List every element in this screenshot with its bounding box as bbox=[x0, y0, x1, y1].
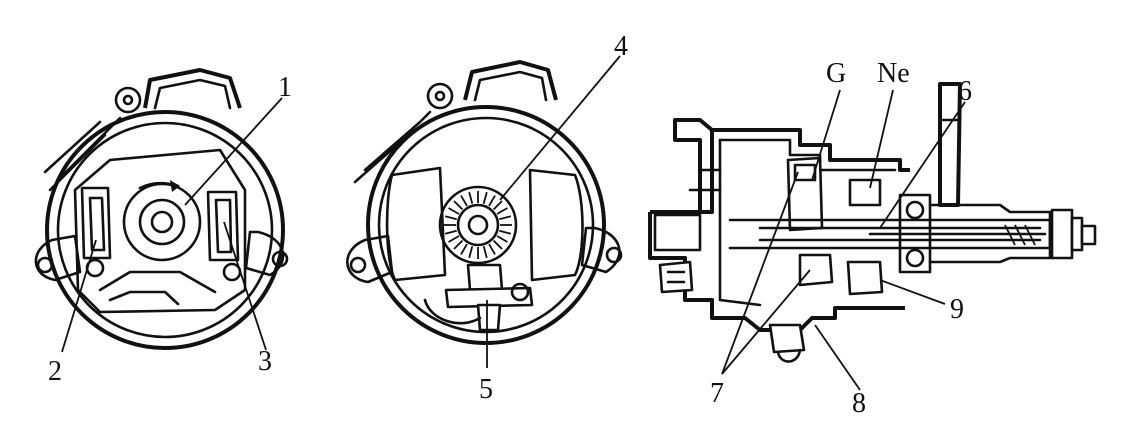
label-G: G bbox=[826, 58, 846, 89]
rotor-tooth bbox=[468, 191, 474, 204]
label-7: 7 bbox=[710, 378, 724, 409]
right-section-view bbox=[648, 82, 1097, 391]
rotor-tooth bbox=[482, 246, 488, 259]
rotor-tooth bbox=[444, 215, 457, 221]
rotor-tooth bbox=[444, 229, 457, 235]
rotor-tooth bbox=[492, 200, 503, 211]
rotor-tooth bbox=[460, 195, 468, 207]
rotor-tooth bbox=[496, 207, 508, 215]
label-4: 4 bbox=[614, 31, 628, 62]
rotor-tooth bbox=[499, 229, 512, 235]
middle-distributor-view bbox=[346, 55, 623, 368]
label-2: 2 bbox=[48, 356, 62, 387]
rotor-tooth bbox=[488, 195, 496, 207]
label-Ne: Ne bbox=[877, 58, 910, 89]
left-distributor-view bbox=[34, 68, 289, 353]
rotor-tooth bbox=[448, 235, 460, 243]
rotor-tooth bbox=[499, 215, 512, 221]
rotor-tooth bbox=[448, 207, 460, 215]
rotor-tooth bbox=[488, 243, 496, 255]
label-6: 6 bbox=[958, 76, 972, 107]
rotor-tooth bbox=[468, 246, 474, 259]
rotor-tooth bbox=[453, 239, 464, 250]
label-9: 9 bbox=[950, 294, 964, 325]
label-5: 5 bbox=[479, 374, 493, 405]
label-8: 8 bbox=[852, 388, 866, 419]
rotor-tooth bbox=[460, 243, 468, 255]
rotor-tooth bbox=[496, 235, 508, 243]
rotor-tooth bbox=[482, 191, 488, 204]
label-1: 1 bbox=[278, 72, 292, 103]
rotor-tooth bbox=[492, 239, 503, 250]
rotor-tooth bbox=[453, 200, 464, 211]
label-3: 3 bbox=[258, 346, 272, 377]
